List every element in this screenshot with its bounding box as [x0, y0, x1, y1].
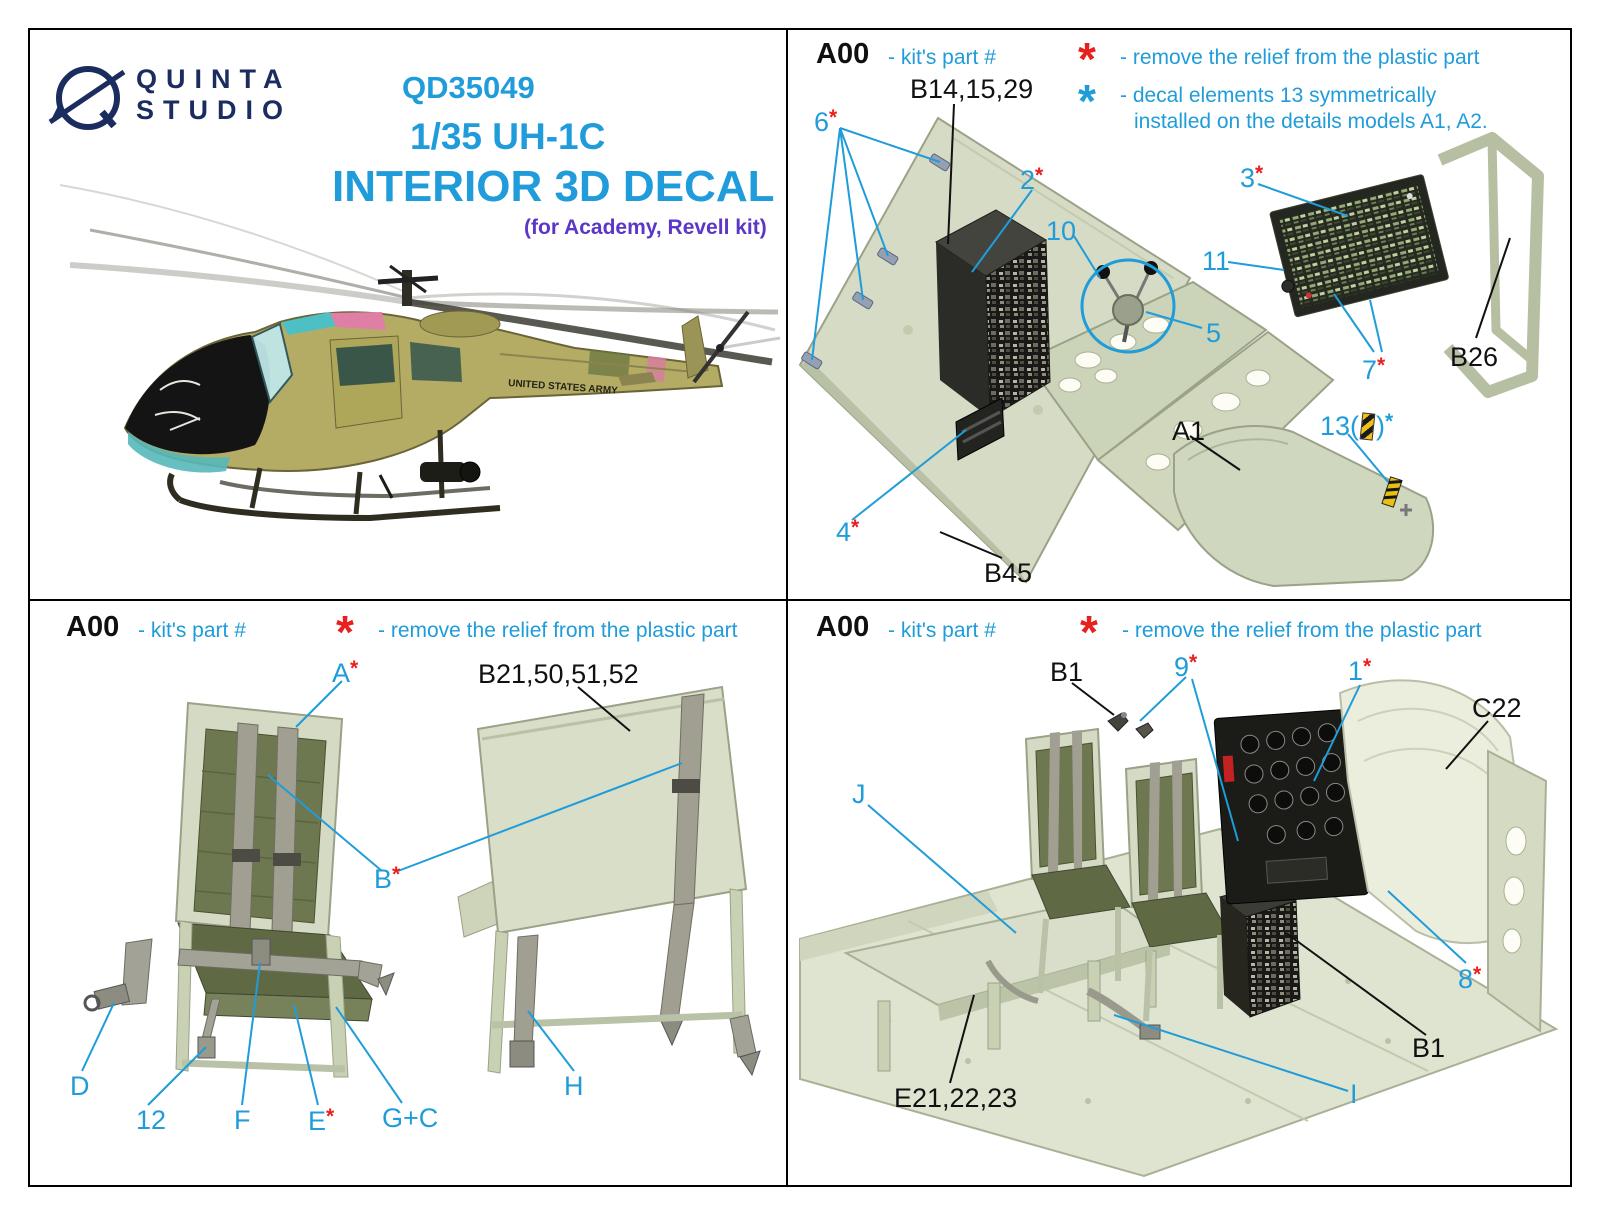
callout-e: E*: [308, 1105, 335, 1136]
seat-deck-upper: [1024, 280, 1268, 462]
legend-red-note: - remove the relief from the plastic par…: [1122, 619, 1482, 642]
callout-j: J: [852, 779, 866, 809]
callout-b: B*: [374, 863, 401, 894]
product-code: QD35049: [402, 70, 535, 105]
callout-a: A*: [332, 657, 359, 688]
cabin-floor: [799, 827, 1559, 1178]
callout-8: 8*: [1458, 963, 1482, 994]
callout-lines-black: [577, 686, 631, 732]
instrument-panel-decal: [1213, 708, 1369, 905]
panel-step-cockpit: A00 - kit's part # * - remove the relief…: [788, 601, 1570, 1185]
crew-seat-left: [1024, 727, 1131, 994]
callout-h: H: [564, 1071, 584, 1101]
callout-4: 4*: [836, 516, 860, 547]
sub-panel-decal: [955, 397, 1005, 461]
callout-1: 1*: [1348, 655, 1372, 686]
callout-3: 3*: [1240, 162, 1264, 193]
seats-illustration: [81, 680, 761, 1106]
callout-g-c: G+C: [382, 1103, 439, 1133]
legend-part-code: A00: [66, 611, 120, 643]
pilot-seat-rear: [457, 685, 761, 1077]
console-illustration: [798, 103, 1544, 588]
callout-lines-black: [939, 103, 1511, 559]
part-label-e21: E21,22,23: [894, 1083, 1018, 1113]
callout-5: 5: [1206, 318, 1222, 348]
legend-red-note: - remove the relief from the plastic par…: [378, 619, 738, 642]
tail-rotor-icon: [692, 310, 781, 384]
highlight-circle: [1080, 258, 1176, 354]
overhead-panel-decal: [1269, 174, 1449, 318]
legend-part-code: A00: [816, 611, 870, 643]
red-asterisk-icon: *: [336, 606, 354, 658]
part-label-b14: B14,15,29: [910, 74, 1034, 104]
callout-d: D: [70, 1071, 90, 1101]
legend-part-code: A00: [816, 38, 870, 70]
panel-step-seats: A00 - kit's part # * - remove the relief…: [30, 601, 786, 1185]
red-asterisk-icon: *: [1080, 606, 1098, 658]
cockpit-illustration: [799, 676, 1559, 1178]
callout-lines-blue: [867, 676, 1467, 1092]
pilot-seat-front: [83, 701, 395, 1078]
callout-f: F: [234, 1105, 251, 1135]
part-label-b1-top: B1: [1050, 657, 1084, 687]
callout-lines-black: [949, 682, 1489, 1084]
legend-blue-note-1: - decal elements 13 symmetrically: [1120, 84, 1437, 107]
callout-lines-blue: [81, 680, 683, 1106]
callout-9: 9*: [1174, 651, 1198, 682]
part-label-b21: B21,50,51,52: [478, 659, 639, 689]
legend-part-note: - kit's part #: [138, 619, 246, 642]
callout-2: 2*: [1020, 164, 1044, 195]
callout-13: 13()*: [1320, 410, 1394, 441]
callout-12: 12: [136, 1105, 167, 1135]
seat-brackets: [1107, 712, 1154, 739]
product-title: INTERIOR 3D DECAL: [332, 162, 775, 211]
callout-11: 11: [1202, 246, 1231, 276]
callout-7: 7*: [1362, 354, 1386, 385]
part-c22-glareshield: [1338, 679, 1548, 1033]
vertical-divider: [786, 28, 788, 1187]
part-label-b26: B26: [1450, 342, 1499, 372]
part-label-b45: B45: [984, 558, 1033, 588]
blue-asterisk-icon: *: [1078, 75, 1096, 127]
quinta-logo-icon: [48, 66, 126, 130]
legend-red-note: - remove the relief from the plastic par…: [1120, 46, 1480, 69]
legend-blue-note-2: installed on the details models A1, A2.: [1134, 110, 1488, 133]
sheet-border: [28, 28, 1572, 1187]
callout-lines-blue: [811, 127, 1389, 521]
panel-step-console: A00 - kit's part # * - remove the relief…: [788, 30, 1570, 599]
callout-i: I: [1350, 1079, 1358, 1109]
legend-part-note: - kit's part #: [888, 619, 996, 642]
callout-10: 10: [1046, 216, 1077, 246]
red-asterisk-icon: *: [1078, 33, 1096, 85]
studio-name: QUINTA STUDIO: [136, 64, 293, 126]
console-instrument-decal: [935, 209, 1051, 419]
belly-gun: [378, 461, 481, 499]
part-label-a1: A1: [1172, 416, 1206, 446]
panel-clips: [801, 153, 951, 370]
part-label-b1-bottom: B1: [1412, 1033, 1446, 1063]
kit-compatibility-note: (for Academy, Revell kit): [524, 216, 767, 239]
callout-6: 6*: [814, 106, 838, 137]
crew-seat-right: [1124, 757, 1231, 1022]
panel-branding: UNITED STATES ARMY: [30, 30, 786, 599]
hazard-stripe-icon: [1359, 412, 1376, 441]
helicopter-photo: UNITED STATES ARMY: [59, 184, 781, 522]
part-b26-frame: [1437, 132, 1544, 398]
legend-part-note: - kit's part #: [888, 46, 996, 69]
landing-skids: [167, 429, 501, 522]
part-label-c22: C22: [1472, 693, 1522, 723]
part-a1-seatback: [1173, 425, 1435, 588]
main-rotor-blur-icon: [59, 184, 779, 332]
rotor-hub: [377, 264, 439, 306]
horizontal-divider: [28, 599, 1572, 601]
scale-kit-name: 1/35 UH-1C: [410, 116, 606, 157]
hazard-sticker-icon: [1381, 476, 1403, 508]
fuselage: UNITED STATES ARMY: [123, 310, 724, 473]
